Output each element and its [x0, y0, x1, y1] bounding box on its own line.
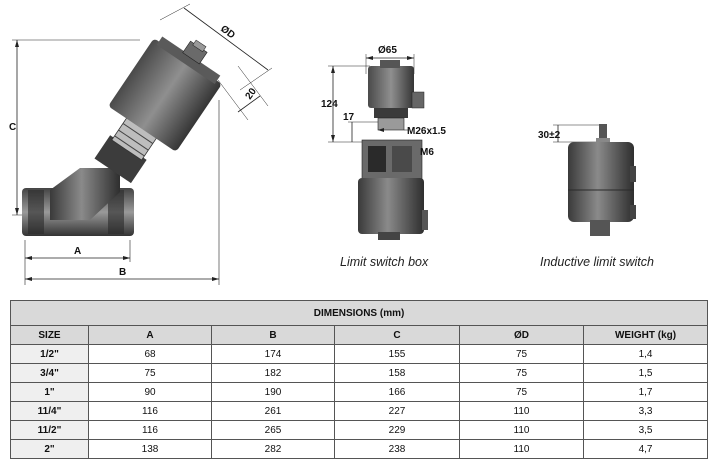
column-header: SIZE [10, 325, 89, 345]
table-cell: 190 [211, 382, 335, 402]
size-cell: 3/4" [10, 363, 89, 383]
table-cell: 75 [459, 363, 584, 383]
table-cell: 238 [334, 439, 460, 459]
table-cell: 166 [334, 382, 460, 402]
table-cell: 3,5 [582, 420, 709, 440]
table-cell: 227 [334, 401, 460, 421]
dim-c-label: C [9, 122, 16, 133]
dim-124-label: 124 [321, 99, 338, 110]
table-cell: 158 [334, 363, 460, 383]
table-cell: 261 [211, 401, 335, 421]
limit-switch-box-caption: Limit switch box [340, 255, 429, 269]
table-cell: 174 [211, 344, 335, 364]
table-cell: 1,4 [582, 344, 709, 364]
table-cell: 265 [211, 420, 335, 440]
table-cell: 138 [88, 439, 212, 459]
table-cell: 4,7 [582, 439, 709, 459]
dim-b-label: B [119, 267, 126, 278]
table-cell: 155 [334, 344, 460, 364]
dim-m6-label: M6 [420, 147, 434, 158]
dim-30-label: 30±2 [538, 130, 561, 141]
dim-a-label: A [74, 246, 81, 257]
table-cell: 110 [459, 420, 584, 440]
table-cell: 68 [88, 344, 212, 364]
limit-switch-box-drawing: Ø65 124 17 M26x1.5 M6 [321, 45, 446, 240]
table-cell: 110 [459, 439, 584, 459]
dim-od-label: ØD [218, 24, 237, 42]
table-cell: 3,3 [582, 401, 709, 421]
table-cell: 110 [459, 401, 584, 421]
table-cell: 75 [459, 382, 584, 402]
table-cell: 75 [459, 344, 584, 364]
table-cell: 1,7 [582, 382, 709, 402]
dim-od65-label: Ø65 [378, 45, 397, 56]
table-cell: 75 [88, 363, 212, 383]
size-cell: 1" [10, 382, 89, 402]
dim-20-label: 20 [244, 86, 260, 102]
size-cell: 11/4" [10, 401, 89, 421]
technical-drawings: C A B [9, 3, 636, 285]
column-header: ØD [459, 325, 584, 345]
table-cell: 116 [88, 420, 212, 440]
inductive-limit-switch-caption: Inductive limit switch [540, 255, 654, 269]
column-header: A [88, 325, 212, 345]
table-title: DIMENSIONS (mm) [9, 300, 709, 326]
size-cell: 11/2" [10, 420, 89, 440]
table-cell: 282 [211, 439, 335, 459]
column-header: C [334, 325, 460, 345]
table-cell: 90 [88, 382, 212, 402]
table-cell: 116 [88, 401, 212, 421]
size-cell: 1/2" [10, 344, 89, 364]
table-cell: 1,5 [582, 363, 709, 383]
column-header: B [211, 325, 335, 345]
angle-valve-drawing: C A B [9, 3, 273, 285]
inductive-limit-switch-drawing: 30±2 [538, 124, 636, 236]
table-cell: 229 [334, 420, 460, 440]
dim-17-label: 17 [343, 112, 355, 123]
size-cell: 2" [10, 439, 89, 459]
dim-thread-label: M26x1.5 [407, 126, 446, 137]
table-cell: 182 [211, 363, 335, 383]
column-header: WEIGHT (kg) [582, 325, 709, 345]
